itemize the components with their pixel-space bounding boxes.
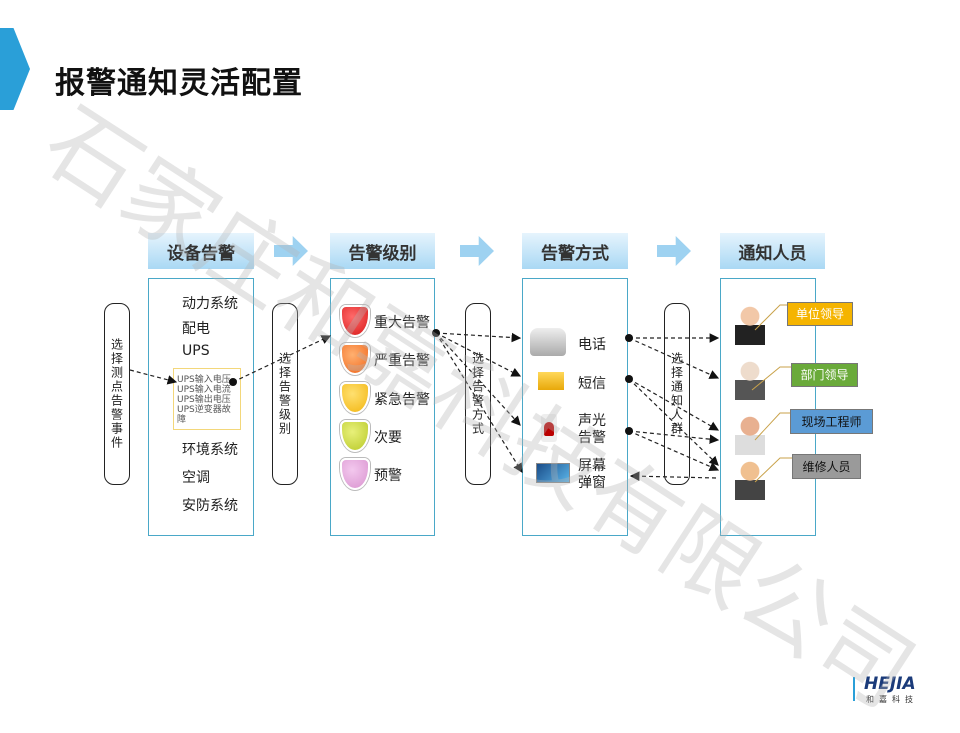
header-alarm-level: 告警级别	[330, 233, 435, 269]
level-item[interactable]: 次要	[374, 430, 402, 446]
level-shield-icon	[340, 382, 370, 414]
level-shield-icon	[340, 420, 370, 452]
method-item[interactable]: 屏幕弹窗	[578, 458, 606, 491]
screen-icon	[536, 463, 570, 483]
people-item[interactable]: 单位领导	[787, 302, 853, 326]
ups-event[interactable]: UPS输入电压	[177, 375, 231, 385]
select-method-bracket: 选择告警方式	[465, 303, 491, 485]
ups-event-popup: UPS输入电压 UPS输入电流 UPS输出电压 UPS逆变器故障	[173, 368, 241, 430]
device-item[interactable]: 环境系统	[182, 442, 238, 458]
company-logo-subtitle: 和嘉科技	[866, 695, 918, 704]
logo-divider	[853, 677, 855, 701]
device-item[interactable]: 配电	[182, 321, 210, 337]
header-notify-people: 通知人员	[720, 233, 825, 269]
level-item[interactable]: 预警	[374, 468, 402, 484]
method-column	[522, 278, 628, 536]
device-item[interactable]: 动力系统	[182, 296, 238, 312]
select-people-bracket: 选择通知人群	[664, 303, 690, 485]
header-alarm-method: 告警方式	[522, 233, 628, 269]
device-item[interactable]: 空调	[182, 470, 210, 486]
device-item[interactable]: 安防系统	[182, 498, 238, 514]
alarm-light-icon	[541, 414, 557, 442]
level-item[interactable]: 紧急告警	[374, 392, 430, 408]
person-icon	[735, 360, 765, 400]
method-item[interactable]: 声光告警	[578, 413, 606, 446]
envelope-icon	[538, 372, 564, 390]
method-item[interactable]: 电话	[578, 337, 606, 353]
level-item[interactable]: 重大告警	[374, 315, 430, 331]
page-title: 报警通知灵活配置	[55, 66, 303, 101]
header-device-alarm: 设备告警	[148, 233, 254, 269]
person-icon	[735, 460, 765, 500]
select-event-bracket: 选择测点告警事件	[104, 303, 130, 485]
people-item[interactable]: 维修人员	[792, 454, 861, 479]
device-item[interactable]: UPS	[182, 343, 210, 359]
ups-event[interactable]: UPS输出电压	[177, 395, 231, 405]
phone-icon	[530, 328, 566, 356]
people-item[interactable]: 部门领导	[791, 363, 858, 387]
level-item[interactable]: 严重告警	[374, 353, 430, 369]
select-level-bracket: 选择告警级别	[272, 303, 298, 485]
method-item[interactable]: 短信	[578, 376, 606, 392]
company-logo: HEJIA	[864, 674, 916, 694]
ups-event[interactable]: UPS输入电流	[177, 385, 231, 395]
people-item[interactable]: 现场工程师	[790, 409, 873, 434]
ups-event[interactable]: UPS逆变器故障	[177, 405, 231, 425]
level-shield-icon	[340, 343, 370, 375]
